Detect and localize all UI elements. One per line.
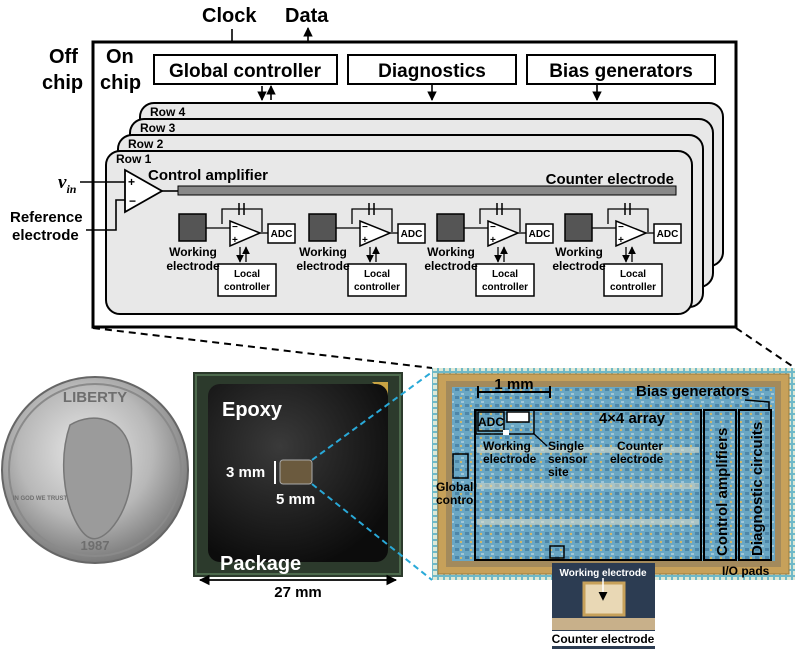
- diagnostics-label: Diagnostics: [378, 61, 486, 82]
- scale-1mm-label: 1 mm: [494, 376, 533, 393]
- diagnostic-circuits-region: [738, 409, 772, 561]
- counter-electrode-label: Counter electrode: [546, 171, 674, 188]
- bias-arrow-line: [744, 399, 770, 410]
- coin-rim: [8, 383, 182, 557]
- epoxy-label: Epoxy: [222, 399, 283, 421]
- working-electrode-label-2: electrode: [166, 259, 220, 273]
- working-electrode-inset: Working electrode Counter electrode: [552, 563, 655, 649]
- zoom-line-right: [735, 327, 796, 369]
- we-dot: [503, 430, 509, 435]
- package-photo: Epoxy 3 mm 5 mm Package 27 mm: [193, 372, 403, 601]
- transimpedance-amplifier: [229, 219, 262, 248]
- die-array-label: 4×4 array: [599, 410, 666, 427]
- quarter-coin-photo: LIBERTY IN GOD WE TRUST 1987: [1, 376, 189, 564]
- inset-stripe: [552, 618, 655, 630]
- die-bias-generators-label: Bias generators: [636, 383, 749, 400]
- dim-27mm-label: 27 mm: [274, 584, 322, 601]
- amp-minus: −: [129, 194, 136, 208]
- die-micrograph: 1 mm Bias generators ADC 4×4 array Worki…: [432, 368, 795, 580]
- array-region: [474, 409, 702, 561]
- die-single-sensor-label: Single: [548, 439, 584, 453]
- die-global-control-label: Global: [436, 480, 473, 494]
- reference-electrode-label-2: electrode: [12, 227, 79, 244]
- adc-block: [267, 223, 296, 244]
- die-adc-label: ADC: [478, 415, 504, 429]
- dim-3mm-label: 3 mm: [226, 464, 265, 481]
- local-controller-label: Local: [234, 269, 260, 280]
- die-working-electrode-label: Working: [483, 439, 531, 453]
- coin-motto: IN GOD WE TRUST: [13, 496, 68, 502]
- die-core: [452, 387, 775, 561]
- off-chip-label-2: chip: [42, 72, 83, 94]
- local-controller-block: [217, 263, 277, 297]
- diagnostics-block: [347, 54, 517, 85]
- working-electrode-label: Working: [169, 245, 217, 259]
- global-controller-block: [153, 54, 338, 85]
- inset-counter-bg: [552, 631, 655, 646]
- coin-year: 1987: [81, 538, 110, 553]
- die-zoom-bottom: [311, 483, 433, 581]
- tia-plus: +: [232, 235, 238, 246]
- reference-wire: [86, 199, 125, 231]
- site-local-box: [506, 411, 530, 423]
- block-diagram: Clock Data Off chip On chip Global contr…: [10, 5, 738, 329]
- single-sensor-pointer: [532, 432, 548, 447]
- array-row-bands: [477, 447, 699, 525]
- bias-generators-block: [526, 54, 716, 85]
- global-control-box: [452, 453, 469, 479]
- package-substrate-edge: [195, 374, 401, 575]
- control-amplifiers-label: Control amplifiers: [714, 428, 731, 556]
- adc-box: [477, 411, 505, 432]
- feedback-loop: [221, 208, 263, 232]
- local-controller-label-2: controller: [224, 282, 270, 293]
- control-amplifier-label: Control amplifier: [148, 167, 268, 184]
- die-single-sensor-label-2: sensor: [548, 452, 588, 466]
- clock-label: Clock: [202, 5, 257, 27]
- diagnostic-circuits-label: Diagnostic circuits: [749, 422, 766, 556]
- coin-liberty: LIBERTY: [63, 389, 127, 406]
- working-electrode-square: [178, 213, 207, 242]
- inset-working-electrode-label: Working electrode: [559, 568, 646, 579]
- die-zoom-top: [311, 371, 433, 461]
- on-chip-label-2: chip: [100, 72, 141, 94]
- row-3-label: Row 3: [140, 121, 176, 135]
- counter-electrode-bar: [177, 185, 677, 196]
- adc-label: ADC: [271, 229, 293, 240]
- on-chip-label: On: [106, 46, 134, 68]
- package-chip: [279, 459, 313, 485]
- die-global-control-label-2: control: [436, 493, 477, 507]
- zoom-line-left: [92, 327, 433, 369]
- die-single-sensor-label-3: site: [548, 465, 569, 479]
- coin-profile: [62, 417, 133, 540]
- sensor-site: − + ADC Local controller Working electro…: [166, 203, 296, 297]
- row-2-label: Row 2: [128, 137, 164, 151]
- inset-electrode: [582, 581, 626, 617]
- inset-source-box: [549, 545, 565, 559]
- data-label: Data: [285, 5, 329, 27]
- global-controller-label: Global controller: [169, 61, 322, 82]
- die-working-electrode-label-2: electrode: [483, 452, 537, 466]
- off-chip-label: Off: [49, 46, 78, 68]
- amp-plus: +: [128, 175, 135, 189]
- tia-minus: −: [232, 222, 238, 233]
- bias-generators-label: Bias generators: [549, 61, 693, 82]
- control-amplifier-symbol: [124, 168, 164, 214]
- die-counter-electrode-label-2: electrode: [610, 452, 664, 466]
- package-label: Package: [220, 553, 301, 575]
- v-in-label: vin: [58, 172, 77, 196]
- row-1-label: Row 1: [116, 152, 152, 166]
- dim-5mm-label: 5 mm: [276, 491, 315, 508]
- row-4-label: Row 4: [150, 105, 186, 119]
- die-counter-electrode-label: Counter: [617, 439, 663, 453]
- control-amplifiers-region: [703, 409, 737, 561]
- inset-counter-electrode-label: Counter electrode: [552, 632, 655, 646]
- reference-electrode-label: Reference: [10, 209, 83, 226]
- io-pads-label: I/O pads: [722, 564, 770, 578]
